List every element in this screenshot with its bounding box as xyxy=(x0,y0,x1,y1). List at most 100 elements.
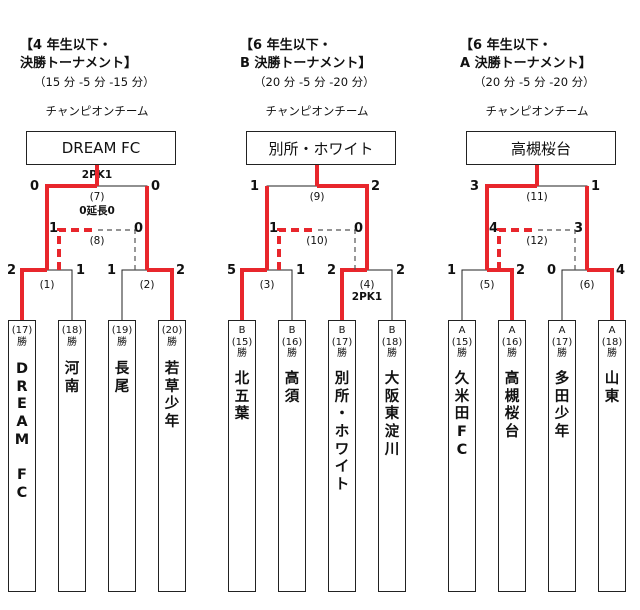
seed-tag-line: (18) xyxy=(601,336,623,348)
sf1-match-number: (1) xyxy=(39,279,55,291)
final-right-score: 2 xyxy=(371,179,381,194)
final-right-score: 0 xyxy=(151,179,161,194)
sf2-right-leg xyxy=(587,268,614,320)
sf1-left-leg xyxy=(240,268,267,320)
team-name-char: 葉 xyxy=(234,406,250,423)
sf1-right-score: 2 xyxy=(516,263,526,278)
sf2-pk-note: 2PK1 xyxy=(351,291,383,303)
team-name: 若草少年 xyxy=(159,361,185,432)
final-left-score: 1 xyxy=(249,179,259,194)
bracket-1-champion-box: DREAM FC xyxy=(26,131,176,165)
bracket-1-title-line1: 【4 年生以下・ xyxy=(20,38,112,53)
seed-tag-line: A xyxy=(608,325,616,336)
team-box: B(17)勝別所・ホワイト xyxy=(328,320,356,592)
team-name-char: 河 xyxy=(64,361,80,377)
third-left-score: 4 xyxy=(489,221,499,236)
bracket-1-duration: （15 分 -5 分 -15 分） xyxy=(34,75,155,89)
team-name-char: 少 xyxy=(164,396,180,413)
seed-tag-line: A xyxy=(458,325,466,336)
team-name-char: イ xyxy=(334,459,350,476)
sf1-right-score: 1 xyxy=(76,263,86,278)
team-seed-tag: (17)勝 xyxy=(9,325,35,348)
sf2-right-leg xyxy=(147,268,174,320)
seed-tag-line: 勝 xyxy=(17,336,27,348)
team-name: 山東 xyxy=(599,371,625,406)
third-match-number: (12) xyxy=(526,235,548,247)
champion-name: 高槻桜台 xyxy=(510,139,571,158)
team-name-char: 南 xyxy=(64,378,80,395)
sf2-left-score: 0 xyxy=(546,263,556,278)
team-box: (20)勝若草少年 xyxy=(158,320,186,592)
team-name-char: R xyxy=(16,378,28,395)
sf1-left-leg xyxy=(20,268,47,320)
team-name-char: 川 xyxy=(384,441,400,458)
bracket-2-champion-label: チャンピオンチーム xyxy=(265,104,369,118)
team-name-char: 高 xyxy=(284,371,300,387)
third-right-leg xyxy=(317,229,356,270)
sf1-match-number: (3) xyxy=(259,279,275,291)
team-name: 別所・ホワイト xyxy=(329,371,355,495)
team-name-char: ホ xyxy=(334,424,350,441)
sf2-right-leg xyxy=(367,269,393,320)
bracket-1-champion-label: チャンピオンチーム xyxy=(45,104,149,118)
sf1-right-leg xyxy=(267,269,293,320)
seed-tag-line: B xyxy=(338,325,346,336)
seed-tag-line: A xyxy=(558,325,566,336)
team-box: B(16)勝高須 xyxy=(278,320,306,592)
sf2-match-number: (6) xyxy=(579,279,595,291)
bracket-1-title-line2: 決勝トーナメント】 xyxy=(20,56,138,71)
team-name-char: 少 xyxy=(554,406,570,423)
final-right-stem xyxy=(537,185,588,270)
seed-tag-line: 勝 xyxy=(287,348,297,359)
team-name-char: F xyxy=(457,424,467,441)
seed-tag-line: B xyxy=(388,325,396,336)
seed-tag-line: 勝 xyxy=(607,348,617,359)
team-name-char: ワ xyxy=(334,441,350,458)
seed-tag-line: B xyxy=(288,325,296,336)
team-name-char: 年 xyxy=(554,424,570,441)
team-name-char: 東 xyxy=(384,406,400,423)
team-name: 多田少年 xyxy=(549,371,575,442)
sf2-left-score: 2 xyxy=(326,263,336,278)
team-name-char: 須 xyxy=(284,388,300,405)
third-right-score: 0 xyxy=(353,221,363,236)
final-left-score: 0 xyxy=(29,179,39,194)
third-left-score: 1 xyxy=(269,221,279,236)
final-match-number: (11) xyxy=(526,191,548,203)
bracket-3-title-line1: 【6 年生以下・ xyxy=(460,38,552,53)
bracket-2-duration: （20 分 -5 分 -20 分） xyxy=(254,75,375,89)
team-seed-tag: B(15)勝 xyxy=(229,325,255,360)
team-name-char: 北 xyxy=(234,371,250,387)
team-box: A(17)勝多田少年 xyxy=(548,320,576,592)
sf2-left-leg xyxy=(121,269,147,320)
team-seed-tag: B(17)勝 xyxy=(329,325,355,360)
team-seed-tag: A(15)勝 xyxy=(449,325,475,360)
sf2-left-score: 1 xyxy=(106,263,116,278)
team-name-char: 若 xyxy=(164,361,180,377)
team-seed-tag: A(17)勝 xyxy=(549,325,575,360)
sf2-match-number: (2) xyxy=(139,279,155,291)
seed-tag-line: 勝 xyxy=(457,348,467,359)
sf2-right-score: 2 xyxy=(176,263,186,278)
bracket-3-champion-label: チャンピオンチーム xyxy=(485,104,589,118)
third-match-number: (8) xyxy=(89,235,105,247)
seed-tag-line: 勝 xyxy=(507,348,517,359)
seed-tag-line: 勝 xyxy=(337,348,347,359)
seed-tag-line: 勝 xyxy=(237,348,247,359)
team-seed-tag: (18)勝 xyxy=(59,325,85,348)
team-name-char: C xyxy=(16,485,28,502)
sf1-match-number: (5) xyxy=(479,279,495,291)
seed-tag-line: (15) xyxy=(231,336,253,348)
seed-tag-line: (15) xyxy=(451,336,473,348)
seed-tag-line: (17) xyxy=(331,336,353,348)
team-name: 河南 xyxy=(59,361,85,396)
team-name: 高須 xyxy=(279,371,305,406)
third-right-leg xyxy=(97,229,136,270)
third-right-score: 3 xyxy=(573,221,583,236)
team-name-char: E xyxy=(17,396,27,413)
bracket-2-title-line2: B 決勝トーナメント】 xyxy=(240,56,372,71)
